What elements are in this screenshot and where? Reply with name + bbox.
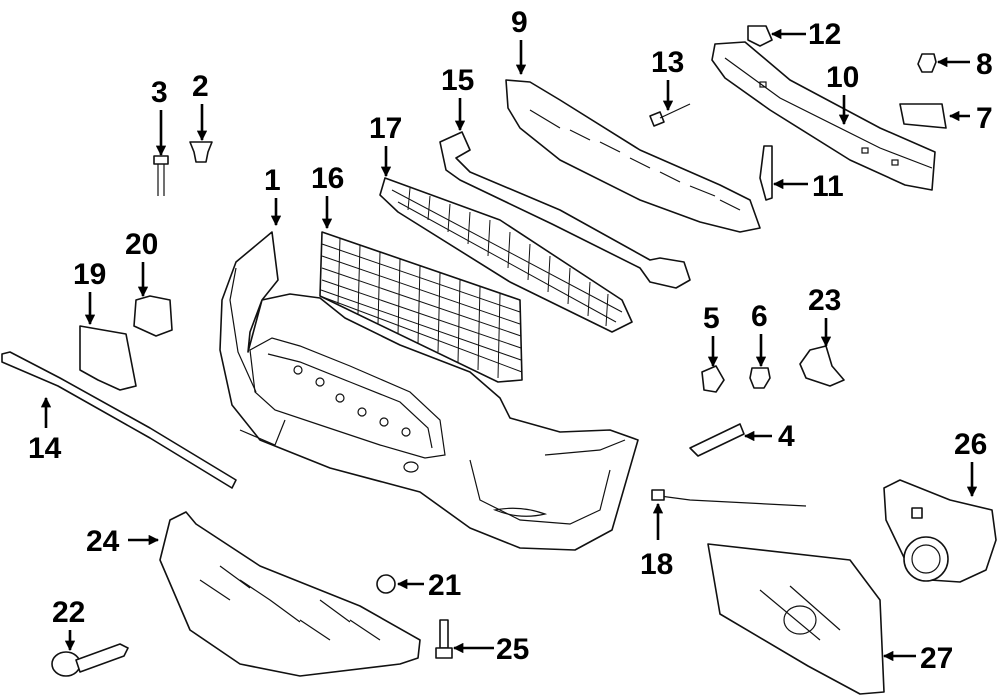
callout-1: 1 [264,164,281,197]
callout-11: 11 [812,170,844,203]
callout-25: 25 [496,633,529,666]
callout-12: 12 [808,18,841,51]
tow-hook-part [51,643,129,677]
bracket-23-part [799,345,845,387]
callout-15: 15 [441,64,474,97]
bumper-cover-part [219,231,639,551]
callout-17: 17 [369,112,402,145]
callout-14: 14 [28,432,62,465]
callout-18: 18 [640,548,673,581]
bracket-4-part [689,423,745,457]
upper-grille-part [379,177,633,333]
callout-6: 6 [751,300,768,333]
lower-grille-part [319,231,523,383]
parking-sensor-part [883,479,997,583]
callout-8: 8 [976,48,993,81]
molding-strip-part [1,351,237,489]
rivet-3-part [153,155,169,196]
clip-2-part [189,141,213,163]
callout-10: 10 [826,61,859,94]
undercover-part [159,511,421,677]
callout-26: 26 [954,428,987,461]
bolt-8-part [917,53,937,73]
leader-arrows [40,28,978,662]
rod-18-part [651,489,807,507]
bolt-25-part [435,619,453,659]
clip-6-part [749,367,771,389]
callout-7: 7 [976,102,993,135]
callout-24: 24 [86,525,120,558]
bracket-11-part [759,145,773,201]
callout-22: 22 [52,596,85,629]
bracket-7-part [899,103,947,129]
license-plate-bracket-part [707,543,885,695]
callout-23: 23 [808,284,841,317]
callout-5: 5 [703,302,720,335]
callout-13: 13 [651,46,684,79]
callout-21: 21 [428,569,461,602]
bolt-13-part [649,103,691,127]
bumper-light-dots [293,365,411,437]
callout-3: 3 [151,76,168,109]
callout-16: 16 [311,162,344,195]
bracket-19-part [79,325,137,391]
callout-2: 2 [192,70,209,103]
callout-27: 27 [920,642,953,675]
bracket-20-part [133,295,173,337]
callout-4: 4 [778,420,795,453]
callout-20: 20 [125,228,158,261]
bracket-12-part [747,25,773,47]
plug-21-part [376,574,396,594]
callout-9: 9 [511,6,528,39]
callout-19: 19 [73,258,106,291]
clip-5-part [701,365,725,393]
absorber-bracket-part [439,131,691,289]
reinforcement-bar-part [711,41,936,191]
callout-labels: 1 2 3 4 5 6 7 8 9 10 11 12 13 14 15 16 1… [28,6,993,675]
energy-absorber-part [505,79,761,233]
